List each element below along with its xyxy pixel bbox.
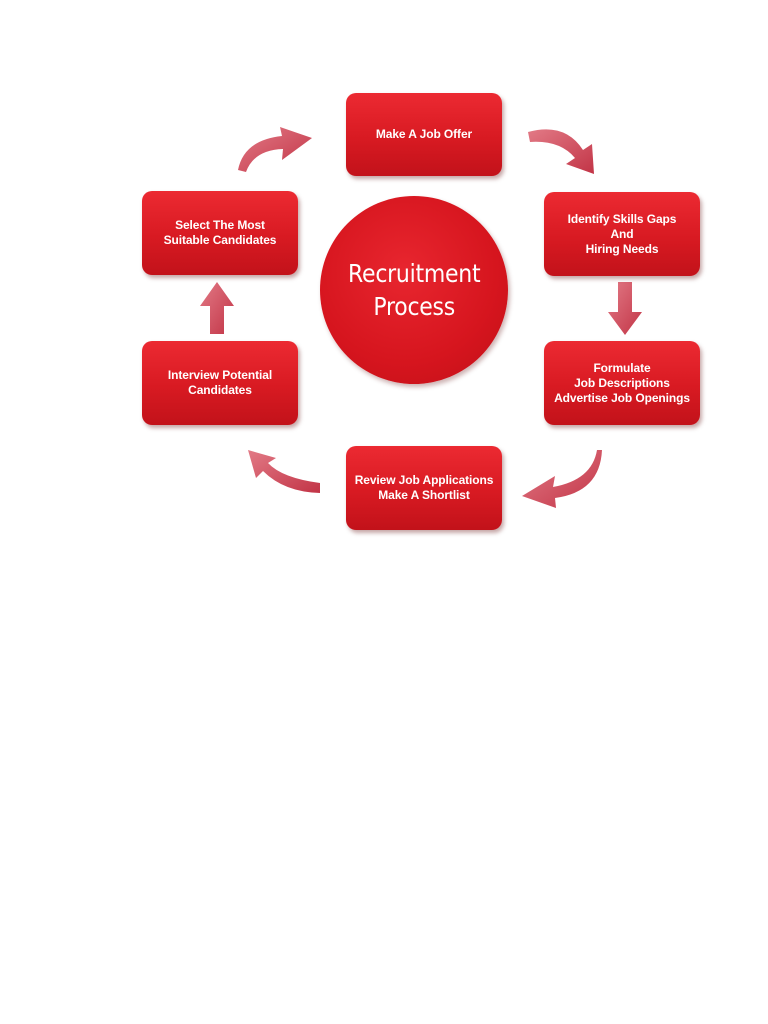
step-interview-candidates: Interview Potential Candidates xyxy=(142,341,298,425)
step-label: Identify Skills Gaps And Hiring Needs xyxy=(567,211,677,256)
arrow-review-to-interview xyxy=(248,450,320,493)
step-label: Make A Job Offer xyxy=(375,127,473,141)
step-label: Formulate Job Descriptions Advertise Job… xyxy=(554,360,690,405)
arrow-select-to-offer xyxy=(238,127,312,172)
recruitment-process-center: Recruitment Process xyxy=(320,196,508,384)
step-make-job-offer: Make A Job Offer xyxy=(346,93,502,176)
step-identify-skills-gaps: Identify Skills Gaps And Hiring Needs xyxy=(544,192,700,276)
step-label: Review Job Applications Make A Shortlist xyxy=(354,473,494,502)
arrow-formulate-to-review xyxy=(522,450,602,508)
recruitment-process-diagram: Recruitment Process Make A Job Offer Ide… xyxy=(142,93,700,530)
step-review-job-applications: Review Job Applications Make A Shortlist xyxy=(346,446,502,530)
step-label: Select The Most Suitable Candidates xyxy=(163,218,277,247)
step-formulate-job-descriptions: Formulate Job Descriptions Advertise Job… xyxy=(544,341,700,425)
arrow-interview-to-select xyxy=(200,282,234,334)
step-label: Interview Potential Candidates xyxy=(167,368,273,397)
arrow-identify-to-formulate xyxy=(608,282,642,335)
cycle-arrows xyxy=(200,127,642,508)
arrow-offer-to-identify xyxy=(528,129,594,174)
step-select-candidates: Select The Most Suitable Candidates xyxy=(142,191,298,275)
center-title: Recruitment Process xyxy=(347,259,481,321)
